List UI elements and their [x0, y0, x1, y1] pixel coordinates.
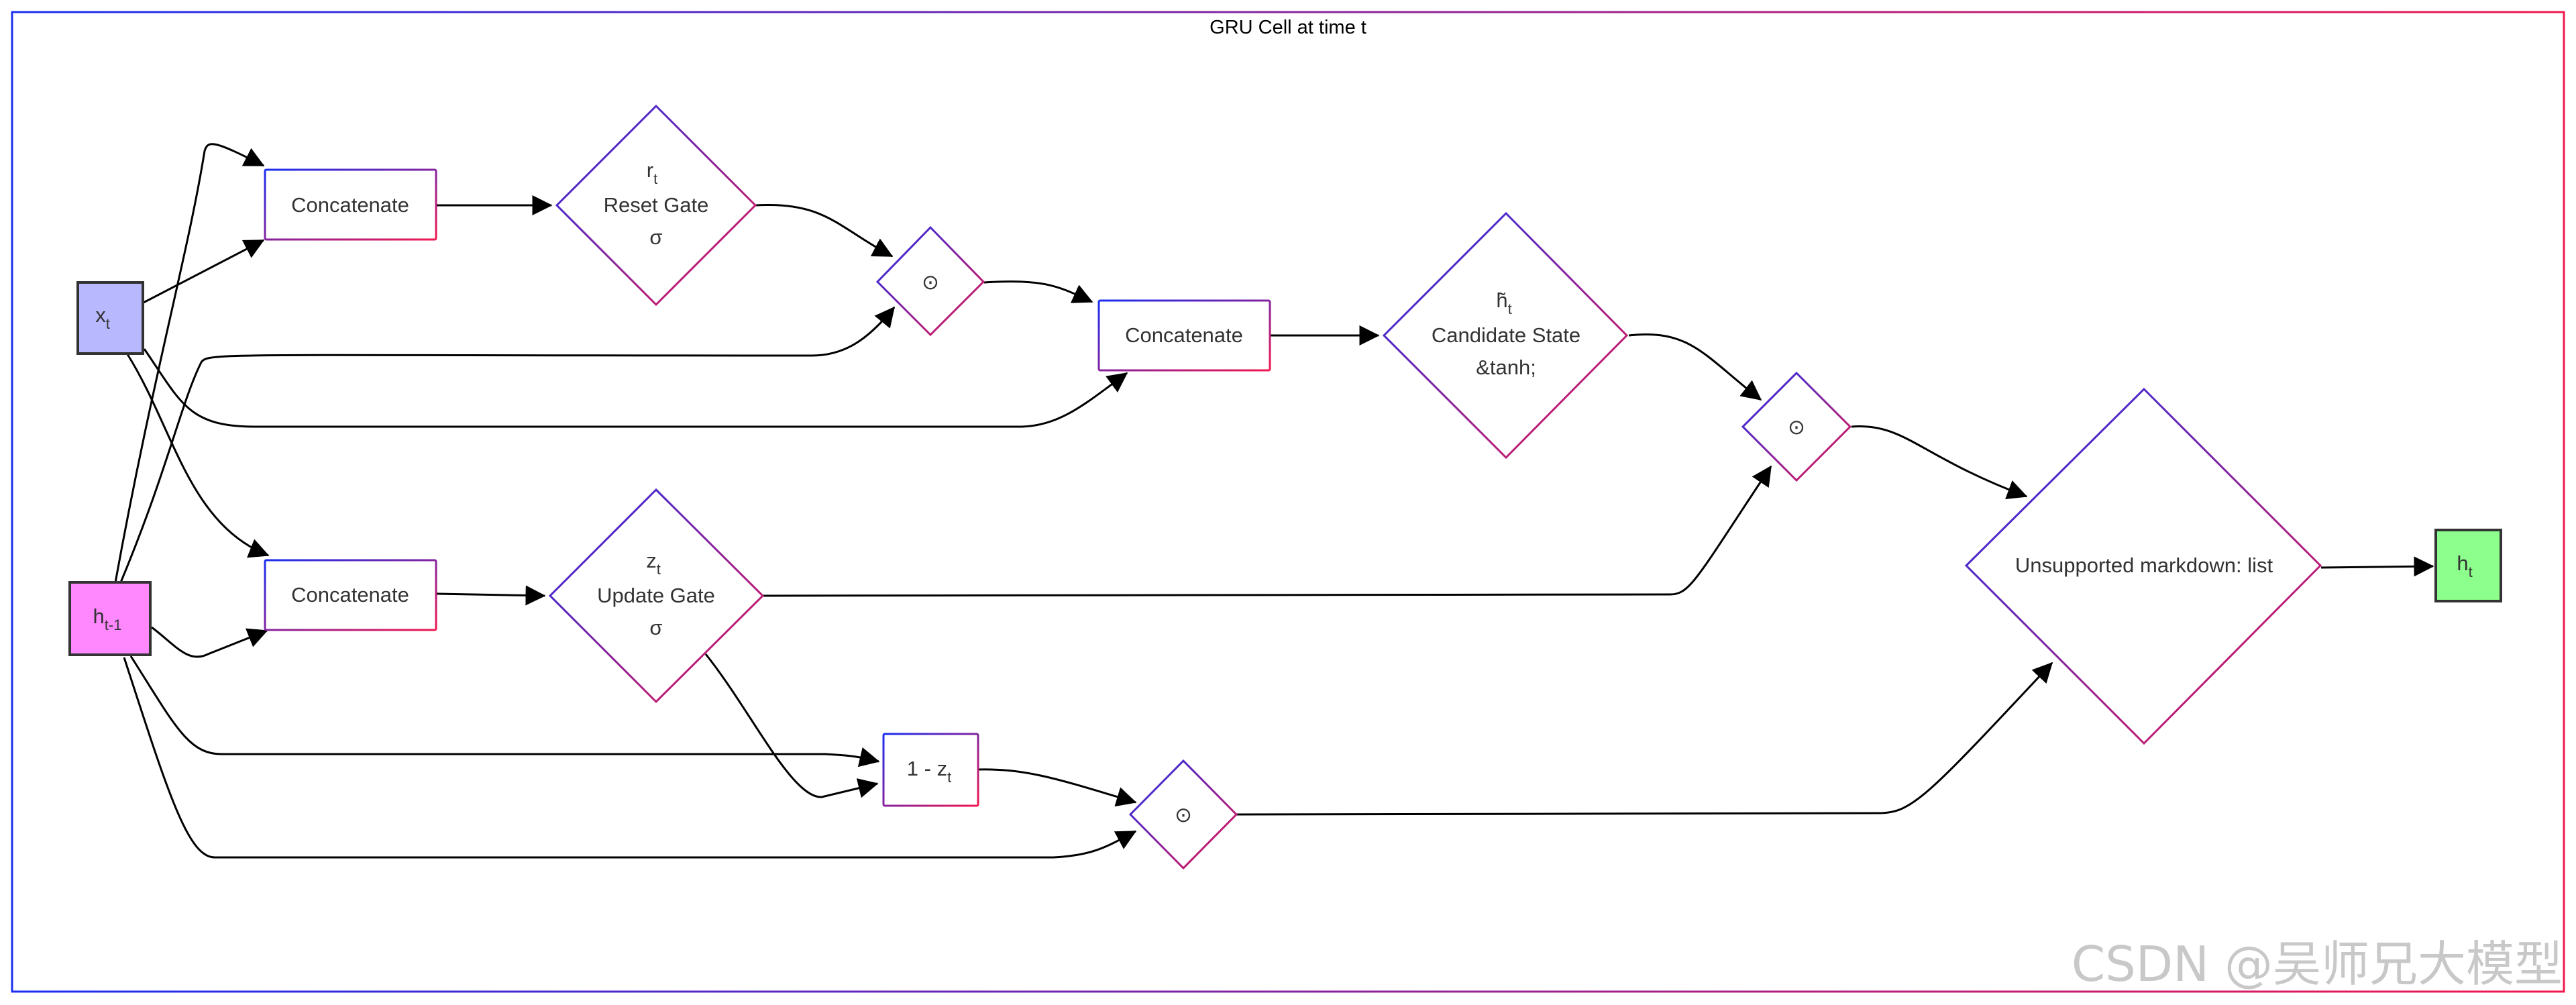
svg-text:ht: ht — [2457, 551, 2472, 580]
multiply-update-symbol: ⊙ — [1175, 803, 1192, 827]
multiply-candidate-symbol: ⊙ — [1788, 415, 1805, 439]
sum-label: Unsupported markdown: list — [2015, 553, 2273, 577]
edge-sum-ht — [2320, 556, 2434, 577]
edge-mul-r-concat-h — [983, 280, 1093, 303]
watermark: CSDN @吴师兄大模型 — [2072, 936, 2563, 992]
edge-ht1-concat-z — [151, 626, 268, 658]
node-update-gate: zt Update Gate σ — [548, 488, 765, 704]
edge-xt-concat-r — [142, 239, 265, 305]
ht-main: h — [2457, 551, 2468, 575]
ht1-sub: t-1 — [105, 617, 122, 633]
edge-update-mul-h — [763, 465, 1772, 597]
edge-ht1-mul-z — [123, 657, 1137, 859]
edge-ht1-concat-r — [114, 143, 265, 583]
subgraph-title: GRU Cell at time t — [1210, 17, 1366, 38]
update-gate-sub: t — [657, 561, 661, 578]
concat-reset-label: Concatenate — [291, 193, 409, 217]
edge-reset-mul-r — [755, 203, 894, 258]
concat-update-label: Concatenate — [291, 583, 409, 606]
update-gate-sigma: σ — [649, 616, 662, 639]
node-concatenate-update: Concatenate — [264, 559, 437, 631]
candidate-label: Candidate State — [1432, 323, 1580, 347]
edge-mul-h-sum — [1851, 425, 2028, 500]
node-reset-gate: rt Reset Gate σ — [555, 104, 757, 307]
svg-text:ht-1: ht-1 — [93, 604, 122, 633]
one-minus-z-main: 1 - z — [907, 757, 947, 780]
edges — [114, 143, 2434, 859]
node-multiply-update: ⊙ — [1128, 759, 1238, 870]
svg-text:h̃t: h̃t — [1496, 288, 1511, 317]
node-one-minus-z: 1 - zt — [882, 733, 979, 807]
candidate-main: h̃ — [1496, 288, 1507, 312]
reset-gate-label: Reset Gate — [604, 193, 709, 217]
node-ht: ht — [2434, 529, 2502, 602]
svg-text:rt: rt — [647, 158, 657, 187]
candidate-sub: t — [1508, 301, 1512, 317]
reset-gate-main: r — [647, 158, 653, 182]
candidate-tanh: &tanh; — [1476, 356, 1536, 379]
ht1-main: h — [93, 604, 105, 628]
edge-candidate-mul-h — [1628, 333, 1762, 401]
node-ht-minus-1: ht-1 — [68, 581, 152, 656]
edge-xt-concat-h — [143, 348, 1128, 428]
ht-sub: t — [2469, 564, 2473, 580]
node-xt: xt — [76, 281, 144, 355]
node-concatenate-candidate: Concatenate — [1097, 299, 1271, 372]
edge-update-one-minus-z — [704, 653, 879, 798]
xt-main: x — [95, 303, 106, 327]
edge-ht1-mul-r — [119, 306, 896, 583]
node-concatenate-reset: Concatenate — [264, 168, 437, 241]
reset-gate-sigma: σ — [649, 225, 662, 249]
multiply-reset-symbol: ⊙ — [922, 270, 939, 294]
svg-text:1 - zt: 1 - zt — [907, 757, 951, 786]
svg-text:xt: xt — [95, 303, 110, 332]
one-minus-z-sub: t — [947, 769, 951, 786]
svg-text:zt: zt — [646, 549, 661, 578]
node-multiply-candidate: ⊙ — [1741, 371, 1852, 482]
edge-mul-z-sum — [1236, 662, 2053, 816]
edge-one-minus-z-mul-z — [977, 768, 1137, 807]
update-gate-main: z — [646, 549, 657, 572]
node-multiply-reset: ⊙ — [875, 225, 985, 337]
edge-ht1-one-minus-z — [129, 655, 880, 768]
reset-gate-sub: t — [653, 170, 657, 187]
concat-candidate-label: Concatenate — [1125, 323, 1243, 347]
edge-xt-concat-z — [126, 354, 270, 558]
node-sum: Unsupported markdown: list — [1964, 387, 2322, 745]
edge-concat-z-update — [436, 585, 546, 606]
xt-sub: t — [106, 315, 110, 332]
update-gate-label: Update Gate — [597, 584, 715, 607]
node-candidate-state: h̃t Candidate State &tanh; — [1382, 211, 1629, 460]
